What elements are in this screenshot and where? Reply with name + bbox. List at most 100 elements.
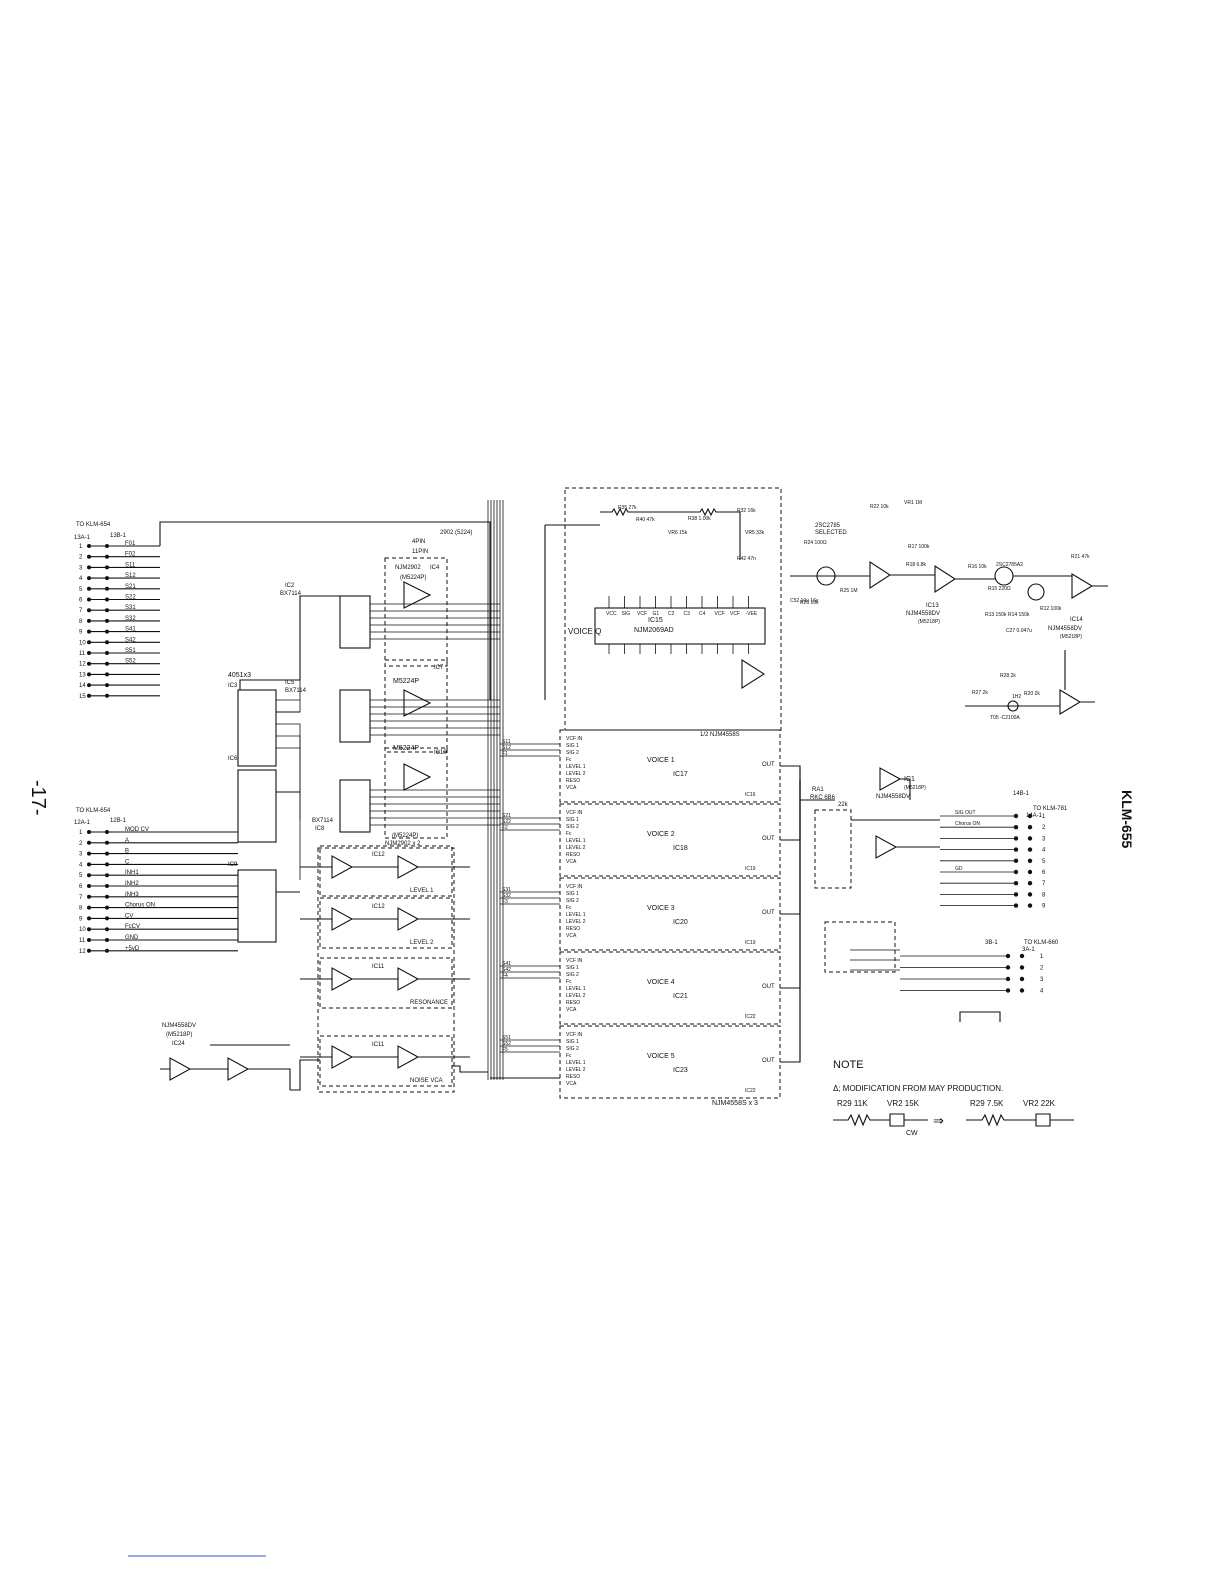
voice-pin-label: LEVEL 1	[566, 912, 586, 918]
ic15-pin-label: -VEE	[746, 611, 758, 617]
lower-block-opamp-b	[397, 907, 420, 931]
connector-13a-pin-number: 8	[79, 619, 83, 625]
lower-block-ic: IC11	[372, 964, 385, 970]
connector-12a-pin-number: 10	[79, 927, 86, 933]
connector-3b-title: TO KLM-660	[1024, 940, 1059, 946]
mux-bus-wire	[276, 747, 301, 880]
ra1-value: RKC 6B6	[810, 795, 836, 801]
ic4-block: 2902 (5224) 4PIN 11PIN NJM2902 IC4 (M522…	[384, 530, 472, 667]
connector-3b-header: 3B-1	[985, 940, 998, 946]
connector-14b-pin-b	[1027, 847, 1033, 852]
voice-ic: IC18	[673, 845, 688, 852]
connector-14b-pin-b	[1027, 825, 1033, 830]
voice-pin-label: SIG 2	[566, 972, 579, 978]
ic7-dashed-box	[384, 659, 448, 753]
ic7-part: M5224P	[393, 678, 419, 685]
connector-12a-pin-signal: MOD CV	[125, 827, 149, 833]
ic3-mux: 4051x3 IC3	[228, 672, 277, 767]
ic15-ref: IC15	[648, 617, 663, 624]
connector-3b-pin-b	[1019, 953, 1025, 959]
upper-right-component-label: R26 10k	[800, 600, 819, 606]
ic6-body	[237, 769, 277, 843]
connector-13a-pin-signal: S21	[125, 584, 136, 590]
voice-pin-label: Fc	[566, 757, 572, 763]
voice-out-label: OUT	[762, 1058, 775, 1064]
voice-pin-label: RESO	[566, 852, 580, 858]
connector-13a-pin-number: 1	[79, 544, 83, 550]
ic15-pin-label: G1	[653, 611, 660, 617]
connector-12a-pin-number: 9	[79, 916, 83, 922]
voice-pin-label: VCF IN	[566, 958, 583, 964]
ic15-dashed-region	[564, 487, 782, 731]
note-cw: CW	[906, 1130, 918, 1137]
ic4-supply-note: 2902 (5224)	[440, 530, 472, 536]
connector-13a-pin-signal: S41	[125, 627, 136, 633]
connector-14b-pin-number: 3	[1042, 836, 1046, 842]
connector-12a-pin-number: 2	[79, 841, 83, 847]
mux-bus-wire	[276, 723, 301, 760]
voice-pin-label: Fc	[566, 905, 572, 911]
voice-name: VOICE 4	[647, 979, 675, 986]
upper-right-component-label: R25 1M	[840, 588, 858, 594]
voice-pin-label: LEVEL 2	[566, 919, 586, 925]
ic15-pin-label: VCF	[730, 611, 740, 617]
top-resistor-label: VR6 15k	[668, 530, 688, 536]
connector-3b-pin-number: 2	[1040, 966, 1044, 972]
ic5-part: BX7114	[285, 688, 307, 694]
transistor-selected: SELECTED	[815, 530, 847, 536]
chorus-component-label: T05 -C2100A	[990, 715, 1020, 721]
connector-13a-pin-signal: S52	[125, 659, 136, 665]
voice-bus-label: S32	[502, 893, 511, 899]
connector-13a-pin-number: 2	[79, 555, 83, 561]
connector-14b-pin-b	[1027, 836, 1033, 841]
noise-vca-wire	[452, 1065, 488, 1073]
ic15-part: NJM2069AD	[634, 627, 674, 634]
ic10-opamp-symbol	[403, 763, 432, 791]
ic24-output-wire	[290, 1059, 320, 1091]
connector-3b-pin-b	[1019, 988, 1025, 993]
voice-bus-label: S21	[502, 813, 511, 819]
ra1-dashed-box	[814, 809, 852, 889]
lower-block-opamp-b	[397, 855, 420, 879]
connector-13a-pin-signal: F02	[125, 552, 136, 558]
ic2-part: BX7114	[280, 591, 302, 597]
connector-14b-pin-signal: Chorus ON	[955, 821, 980, 827]
upper-right-component-label: R18 6.8k	[906, 562, 927, 568]
ic24-alt: (M5218P)	[166, 1032, 192, 1038]
connector-14b-header: 14B-1	[1013, 791, 1030, 797]
ra1-label: RA1	[812, 787, 824, 793]
connector-13a-pin-number: 14	[79, 683, 86, 689]
voice-out-label: OUT	[762, 910, 775, 916]
voice-pin-label: LEVEL 1	[566, 764, 586, 770]
connector-14b-pin-number: 7	[1042, 881, 1046, 887]
connector-14b-title: TO KLM-781	[1033, 806, 1068, 812]
voice-pin-label: VCA	[566, 1081, 577, 1087]
ic13-alt: (M5218P)	[918, 619, 940, 625]
connector-14b-pin-b	[1027, 813, 1033, 819]
connector-13a-pin-number: 12	[79, 662, 86, 668]
ic16-block: 1/2 NJM4558S	[700, 658, 766, 738]
top-resistor-label: R32 16k	[737, 508, 756, 514]
ic3-ref: IC3	[228, 683, 238, 689]
connector-13a-pin-signal: S32	[125, 616, 136, 622]
voice-name: VOICE 3	[647, 905, 675, 912]
chorus-component-label: R27 2k	[972, 690, 988, 696]
upper-right-component-label: R13 150k	[985, 612, 1007, 618]
upper-right-component-label: C27 0.047u	[1006, 628, 1032, 634]
connector-12a-pin-signal: +5vD	[125, 946, 140, 952]
upper-right-component-label: R15 220Ω	[988, 586, 1011, 592]
voice-sub-ic: IC16	[745, 792, 756, 798]
connector-12a-pin-number: 7	[79, 895, 83, 901]
connector-13a-pin-number: 4	[79, 576, 83, 582]
lower-block-frame	[319, 897, 453, 949]
ic9-body	[237, 869, 277, 943]
voice-pin-label: Fc	[566, 1053, 572, 1059]
ic15-pin-label: VCF	[715, 611, 725, 617]
voice-pin-label: SIG 1	[566, 891, 579, 897]
connector-12a-pin-number: 5	[79, 873, 83, 879]
voice-bus-label: F4	[502, 973, 508, 979]
voice-pin-label: Fc	[566, 979, 572, 985]
note-text: Δ; MODIFICATION FROM MAY PRODUCTION.	[833, 1084, 1003, 1093]
